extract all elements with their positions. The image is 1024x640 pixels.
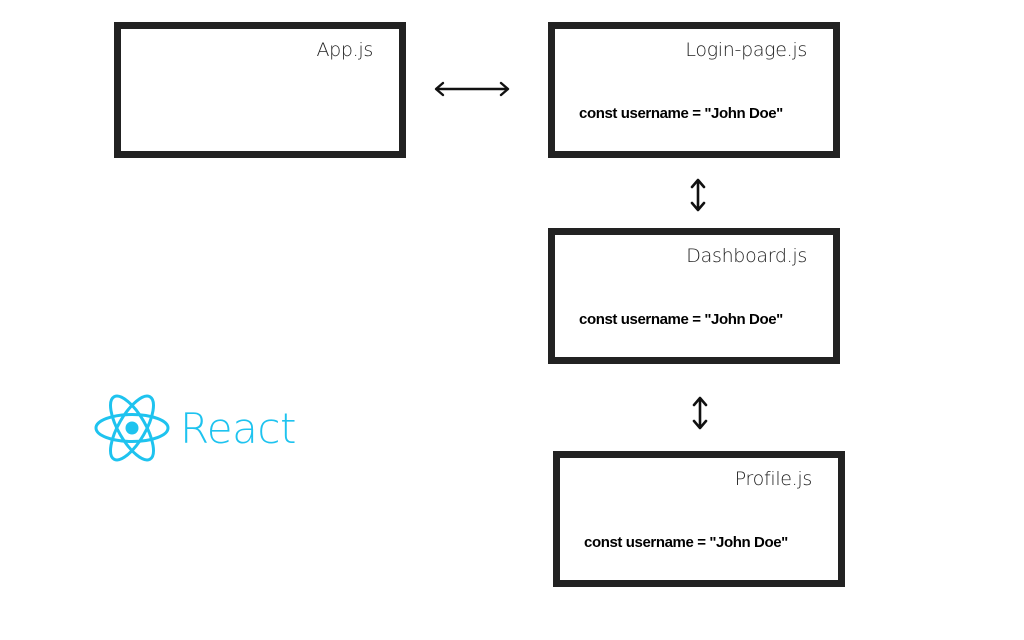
react-logo: React [92, 392, 296, 464]
login-page-js-code: const username = "John Doe" [579, 105, 783, 122]
react-atom-icon [94, 394, 170, 462]
profile-js-box: Profile.js const username = "John Doe" [553, 451, 845, 587]
app-js-box: App.js [114, 22, 406, 158]
app-login-double-arrow-icon [434, 81, 510, 97]
dashboard-js-code: const username = "John Doe" [579, 311, 783, 328]
react-wordmark: React [180, 403, 296, 453]
dashboard-profile-double-arrow-icon [692, 396, 708, 430]
login-page-js-box: Login-page.js const username = "John Doe… [548, 22, 840, 158]
app-js-title: App.js [316, 39, 373, 61]
profile-js-code: const username = "John Doe" [584, 534, 788, 551]
dashboard-js-title: Dashboard.js [686, 245, 807, 267]
login-dashboard-double-arrow-icon [690, 178, 706, 212]
profile-js-title: Profile.js [734, 468, 813, 490]
login-page-js-title: Login-page.js [685, 39, 807, 61]
dashboard-js-box: Dashboard.js const username = "John Doe" [548, 228, 840, 364]
